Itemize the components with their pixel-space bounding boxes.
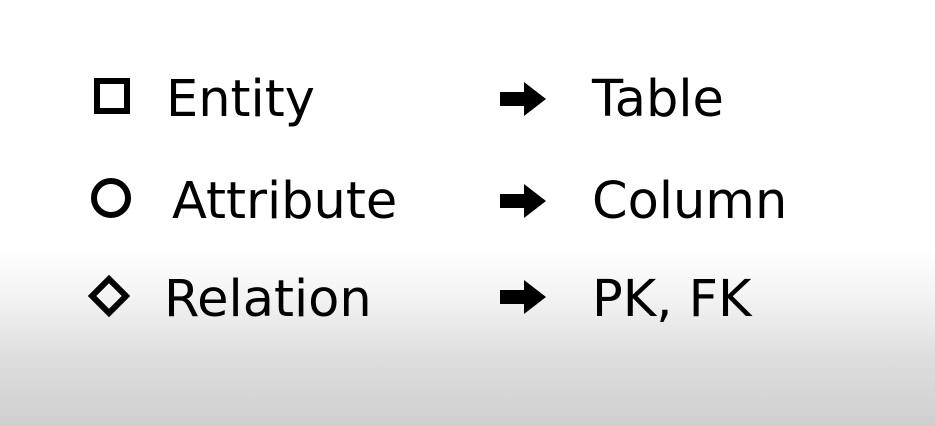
right-arrow-icon (500, 184, 546, 218)
right-arrow-icon (500, 280, 546, 314)
right-arrow-icon (500, 82, 546, 116)
circle-icon (91, 178, 131, 218)
concept-label-relation: Relation (164, 270, 372, 329)
mapping-row-attribute: Attribute Column (0, 158, 935, 238)
target-label-table: Table (592, 70, 724, 129)
square-icon (94, 78, 130, 114)
mapping-row-entity: Entity Table (0, 58, 935, 138)
diamond-icon (87, 274, 131, 318)
target-label-column: Column (592, 172, 788, 231)
target-label-pk-fk: PK, FK (592, 270, 752, 329)
mapping-row-relation: Relation PK, FK (0, 258, 935, 338)
concept-label-entity: Entity (166, 70, 315, 129)
concept-label-attribute: Attribute (172, 172, 398, 231)
